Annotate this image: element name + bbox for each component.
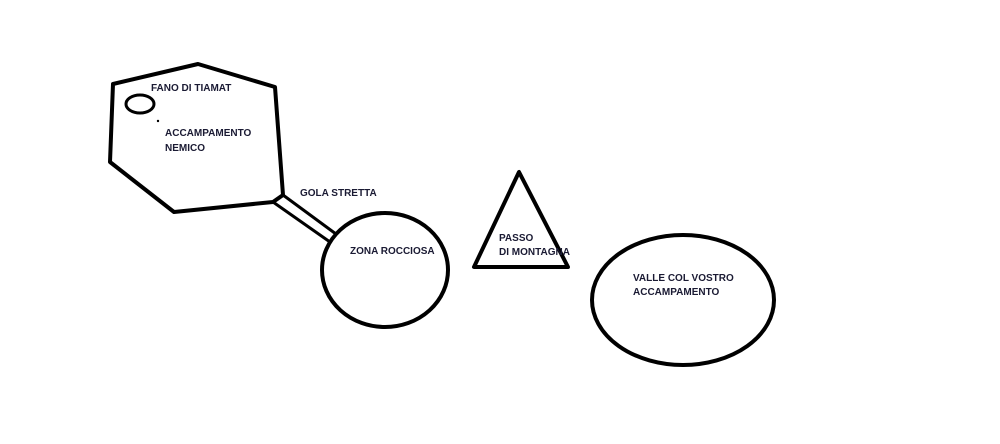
shrine-label: FANO DI TIAMAT [151, 83, 231, 94]
rocky-zone-label: ZONA ROCCIOSA [350, 246, 435, 257]
gorge-line-lower [271, 200, 332, 244]
gorge-label: GOLA STRETTA [300, 188, 377, 199]
enemy-camp-area [108, 62, 285, 214]
valley-camp-area [590, 233, 776, 367]
valley-label-1: VALLE COL VOSTRO [633, 273, 734, 284]
enemy-camp-label-1: ACCAMPAMENTO [165, 128, 252, 139]
pass-label-2: DI MONTAGNA [499, 247, 570, 258]
shrine-marker [124, 93, 156, 115]
valley-label-2: ACCAMPAMENTO [633, 287, 720, 298]
dot-mark [156, 119, 160, 123]
gorge-line-upper [281, 193, 338, 236]
mountain-pass-triangle [472, 170, 570, 269]
enemy-camp-label-2: NEMICO [165, 143, 205, 154]
pass-label-1: PASSO [499, 233, 533, 244]
rocky-zone-area [320, 211, 450, 329]
